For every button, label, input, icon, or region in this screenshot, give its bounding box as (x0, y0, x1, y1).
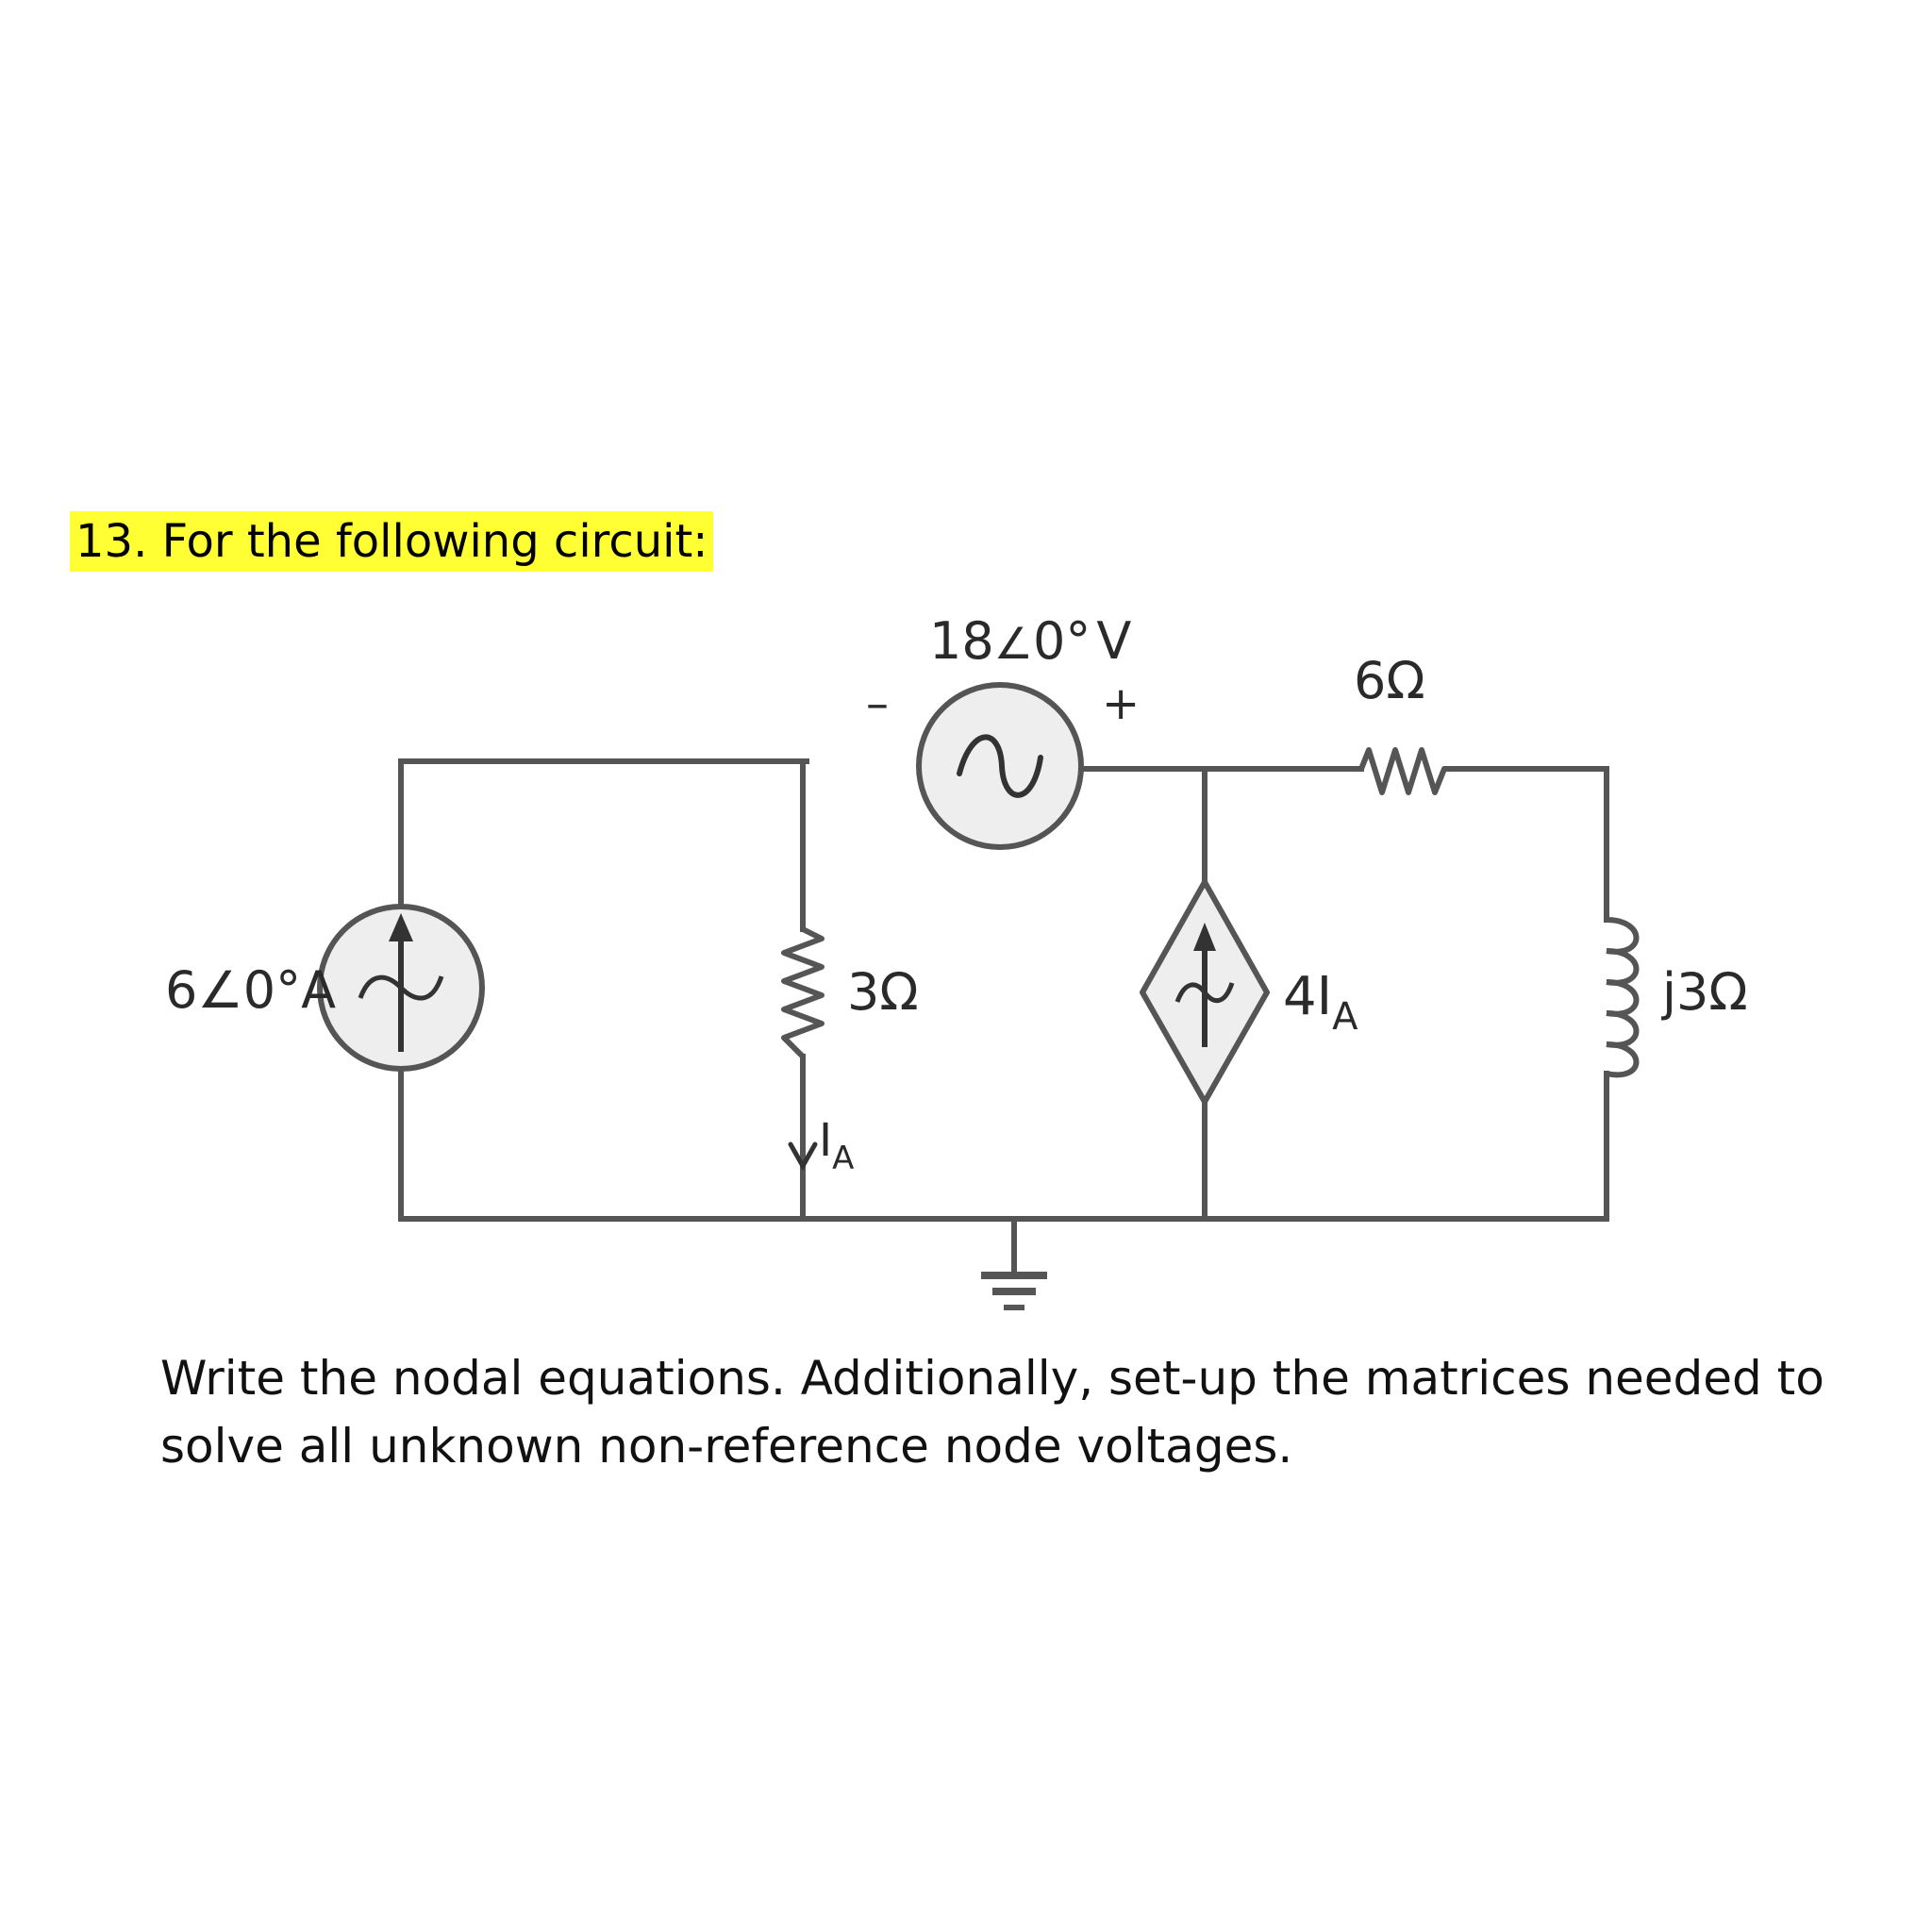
inductor (1606, 917, 1640, 1078)
instructions-text: Write the nodal equations. Additionally,… (160, 1351, 1824, 1474)
resistor-top (1358, 747, 1452, 795)
angle-icon: ∠ (994, 618, 1033, 669)
wires (398, 758, 1609, 1276)
sine-icon (1174, 982, 1235, 1003)
current-source-label: 6∠0°A (165, 960, 336, 1020)
inductor-label: j3Ω (1661, 962, 1748, 1022)
arrow-down-icon (788, 1141, 818, 1172)
dependent-current-source (1140, 879, 1270, 1105)
current-source (317, 904, 485, 1072)
arrow-up-icon (1193, 923, 1216, 951)
resistor-left (781, 926, 824, 1059)
sine-icon (358, 974, 444, 1001)
voltage-minus-label: – (866, 677, 889, 730)
voltage-plus-label: + (1102, 677, 1140, 730)
voltage-source-label: 18∠0°V (929, 611, 1131, 671)
ground-icon (981, 1272, 1047, 1310)
resistor-top-label: 6Ω (1354, 651, 1425, 710)
question-title: 13. For the following circuit: (70, 511, 714, 572)
resistor-left-label: 3Ω (847, 962, 919, 1022)
ac-voltage-source (916, 682, 1084, 850)
sine-icon (957, 734, 1043, 798)
current-ia-label: IA (819, 1114, 854, 1177)
arrow-up-icon (389, 913, 413, 941)
dependent-source-label: 4IA (1283, 966, 1358, 1039)
